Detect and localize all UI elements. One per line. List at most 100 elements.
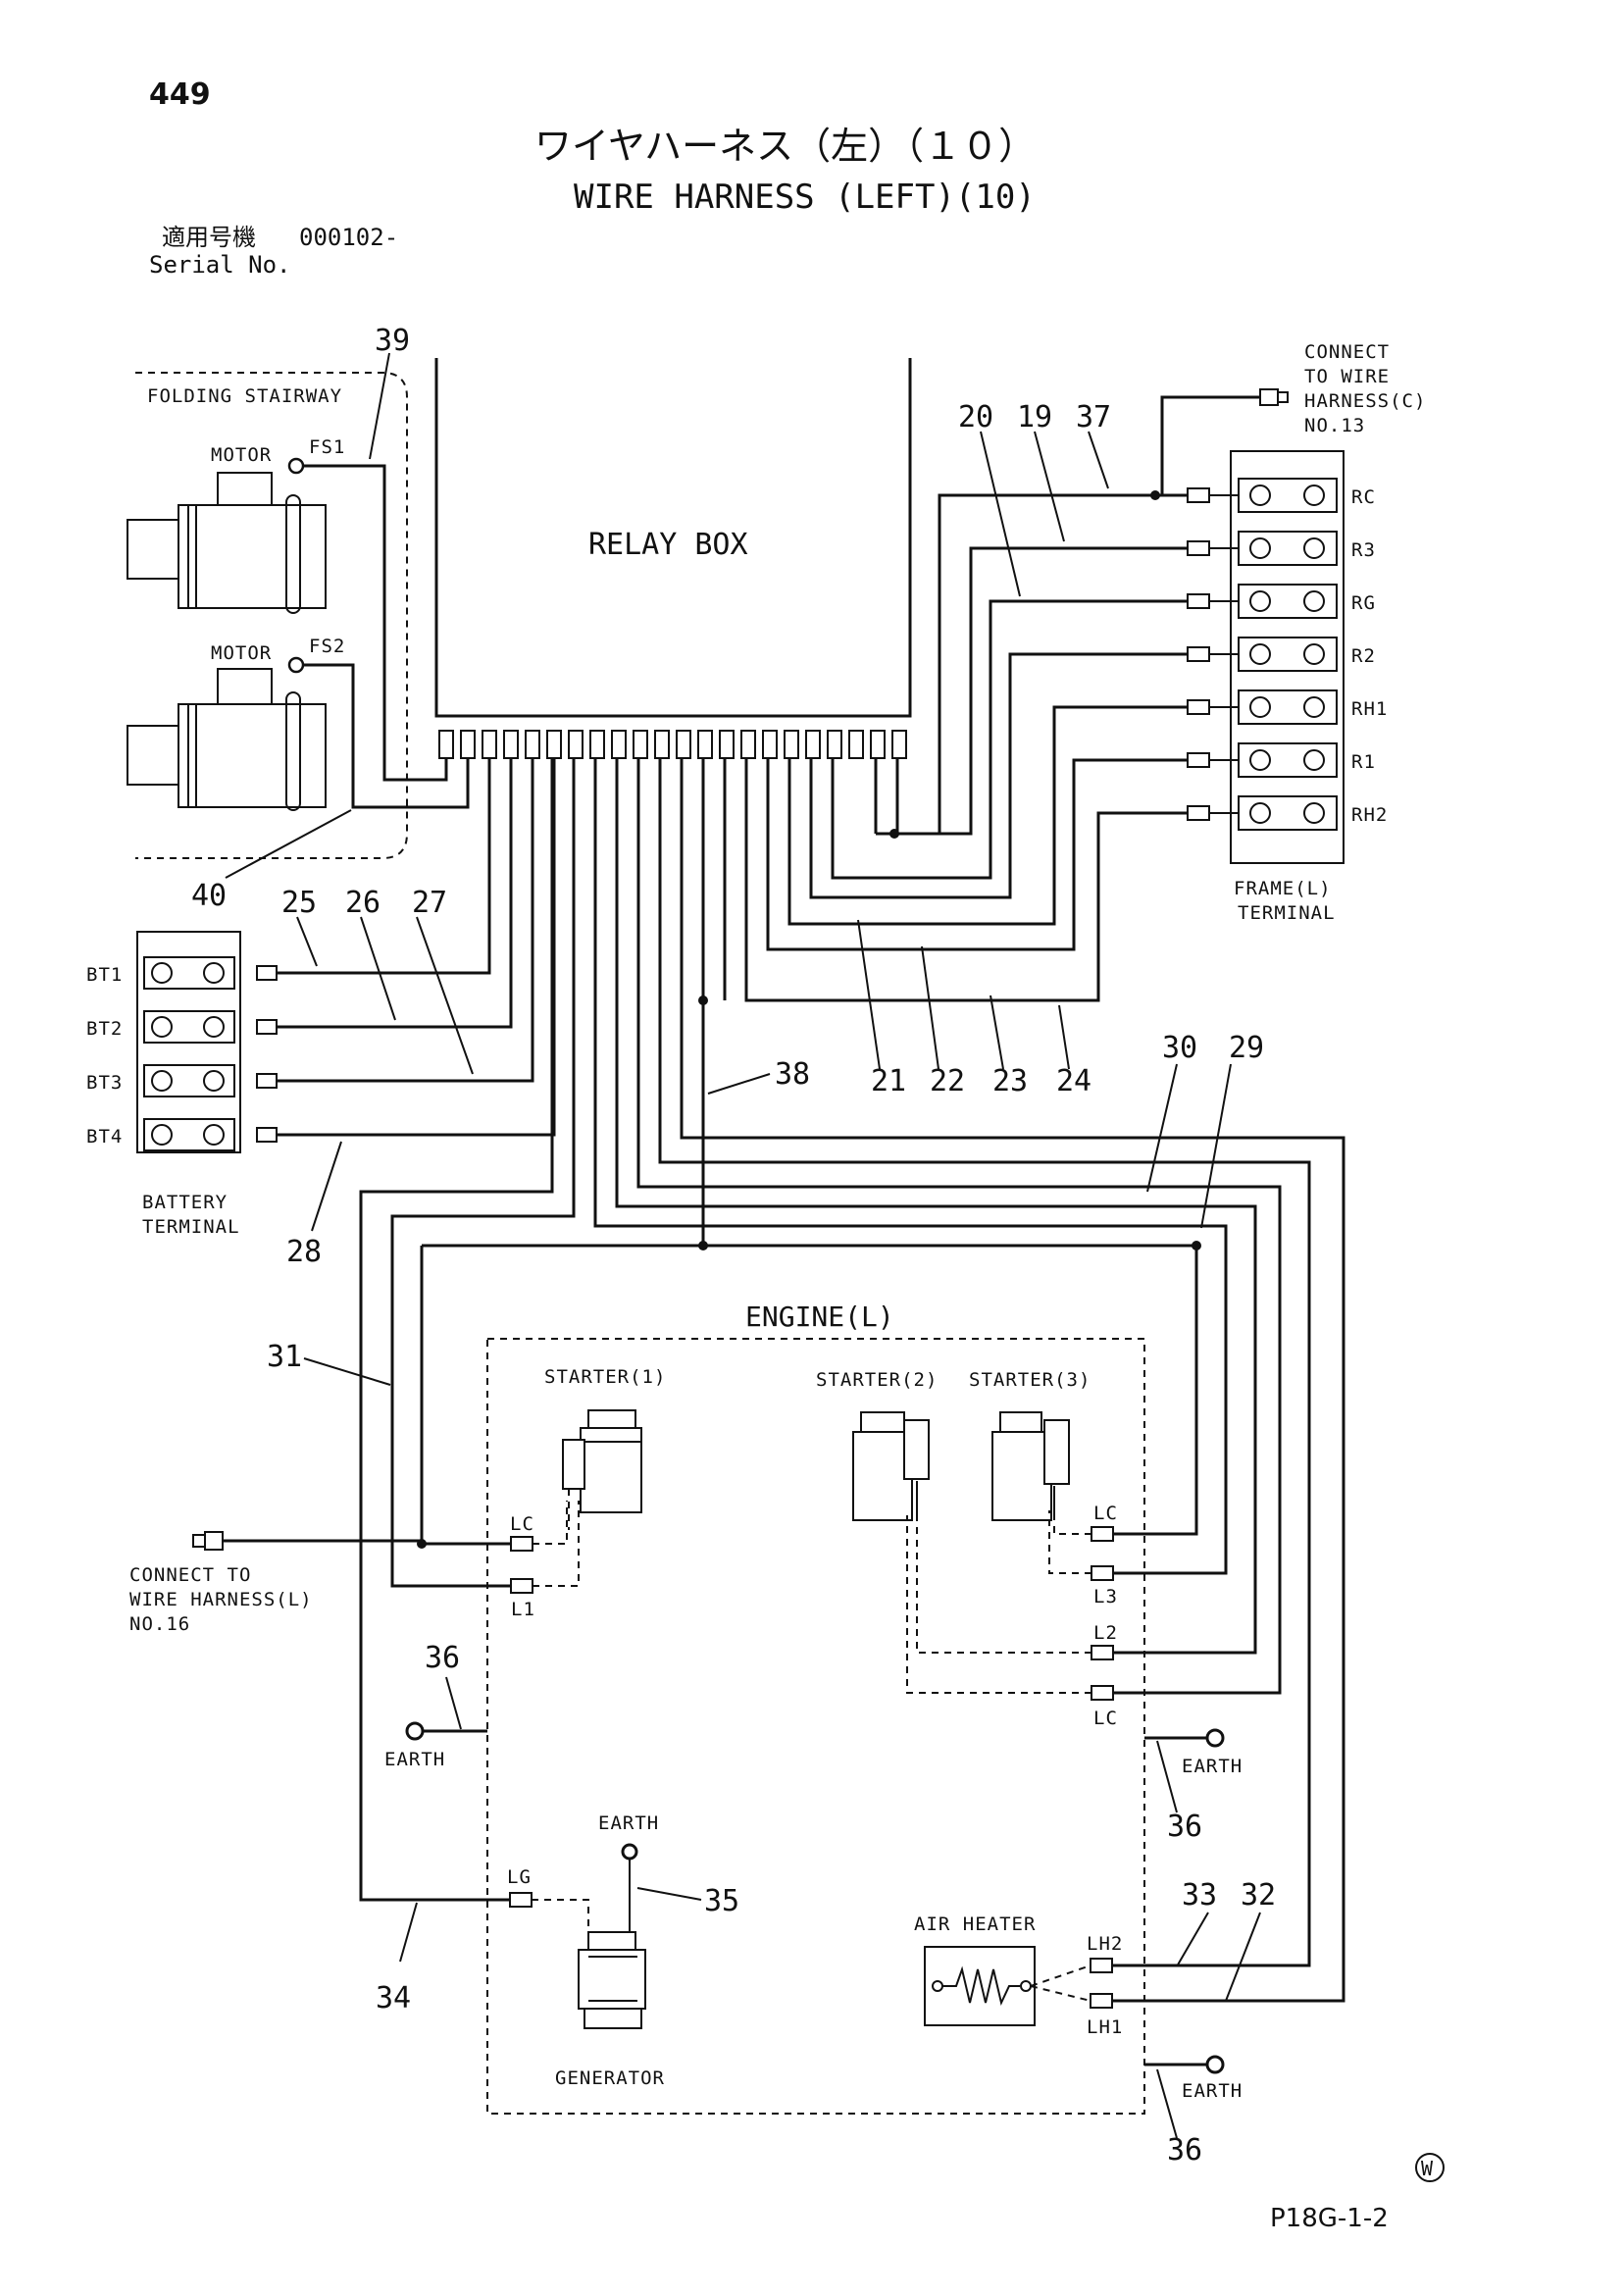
earth-left-icon (405, 1721, 425, 1741)
wire-28 (277, 758, 556, 1137)
callout-27: 27 (412, 886, 447, 920)
frame-terminal-rh2: RH2 (1351, 804, 1388, 826)
battery-terminal-label-2: TERMINAL (142, 1216, 240, 1238)
engine-label: ENGINE(L) (745, 1301, 894, 1333)
frame-terminal-screw-pairs (1238, 478, 1338, 831)
callout-32: 32 (1241, 1878, 1276, 1913)
starter-2-icon (852, 1411, 930, 1521)
wire-27 (277, 758, 534, 1083)
junction-relay-right (889, 829, 899, 839)
frame-terminal-label-2: TERMINAL (1238, 902, 1336, 924)
callout-29: 29 (1229, 1031, 1264, 1065)
folding-stairway-motor-1-icon (127, 472, 327, 614)
wire-40 (303, 663, 470, 809)
callout-36-left: 36 (425, 1641, 460, 1675)
connect-harness-l-line-2: WIRE HARNESS(L) (129, 1589, 313, 1610)
footer-code: P18G-1-2 (1270, 2204, 1389, 2233)
wire-30 (593, 758, 1228, 1575)
connect-harness-c-line-3: HARNESS(C) (1304, 390, 1426, 412)
frame-plug-connectors (1187, 487, 1210, 821)
serial-label-english: Serial No. (149, 251, 291, 279)
callout-22: 22 (930, 1064, 965, 1098)
wire-33 (658, 758, 1311, 1967)
air-heater-label: AIR HEATER (914, 1913, 1036, 1935)
fs1-label: FS1 (309, 436, 345, 458)
fs2-terminal-icon (287, 656, 305, 674)
footer-w-mark: W (1421, 2157, 1434, 2180)
earth-generator-icon (621, 1843, 638, 1861)
callout-30: 30 (1162, 1031, 1197, 1065)
callout-37: 37 (1076, 400, 1111, 434)
callout-34: 34 (376, 1981, 411, 2015)
frame-terminal-rh1: RH1 (1351, 698, 1388, 720)
frame-plug-stubs (1209, 494, 1239, 814)
wire-19 (876, 546, 1188, 836)
motor-1-label: MOTOR (211, 444, 272, 466)
wire-26 (277, 758, 513, 1029)
battery-terminal-bt2: BT2 (86, 1018, 123, 1040)
frame-terminal-rg: RG (1351, 592, 1376, 614)
generator-icon (578, 1931, 646, 2029)
tag-lh2: LH2 (1087, 1933, 1123, 1955)
wire-25 (277, 758, 491, 975)
battery-terminal-bt4: BT4 (86, 1126, 123, 1148)
callout-19: 19 (1017, 400, 1052, 434)
connect-harness-c-line-4: NO.13 (1304, 415, 1365, 436)
serial-value: 000102- (299, 224, 398, 251)
frame-terminal-r3: R3 (1351, 539, 1376, 561)
battery-terminal-label-1: BATTERY (142, 1192, 228, 1213)
junction-38-top (698, 995, 708, 1005)
title-japanese: ワイヤハーネス（左）（１０） (534, 125, 1036, 168)
callout-38: 38 (775, 1057, 810, 1092)
relay-box-outline (434, 358, 912, 718)
junction-rc (1150, 490, 1160, 500)
wire-23 (766, 758, 1188, 951)
footer-w-mark-icon (1415, 2153, 1445, 2182)
starter-3-dashed-leads (1048, 1510, 1091, 1574)
wire-20 (831, 599, 1188, 880)
callout-36-right-2: 36 (1167, 2133, 1202, 2168)
callout-20: 20 (958, 400, 993, 434)
engine-dashed-outline (486, 1338, 1145, 2115)
battery-terminal-bt3: BT3 (86, 1072, 123, 1094)
callout-39: 39 (375, 324, 410, 358)
motor-2-label: MOTOR (211, 642, 272, 664)
earth-right-1-icon (1205, 1728, 1225, 1748)
frame-terminal-rc: RC (1351, 486, 1376, 508)
generator-label: GENERATOR (555, 2067, 665, 2089)
earth-generator-label: EARTH (598, 1812, 659, 1834)
starter-1-dashed-leads (533, 1501, 580, 1587)
connector-plug-icon (1259, 388, 1289, 406)
starter-2-label: STARTER(2) (816, 1369, 938, 1391)
tag-l3: L3 (1093, 1586, 1118, 1607)
relay-box-label: RELAY BOX (588, 528, 748, 562)
wire-21 (809, 652, 1188, 899)
callout-leaders (225, 352, 1261, 2139)
fs1-terminal-icon (287, 457, 305, 475)
tag-lc-starter-2: LC (1093, 1708, 1118, 1729)
earth-right-2-icon (1205, 2055, 1225, 2074)
connect-harness-c-line-2: TO WIRE (1304, 366, 1390, 387)
stairway-dashed-outline (135, 372, 408, 859)
wire-l2 (615, 758, 1257, 1655)
wire-22 (787, 705, 1188, 926)
title-english: WIRE HARNESS (LEFT)(10) (574, 178, 1036, 217)
frame-terminal-r1: R1 (1351, 751, 1376, 773)
relay-box-connector-row (438, 730, 907, 759)
junction-lc-starter-1 (417, 1539, 427, 1549)
wire-lc-starter-2 (636, 758, 1282, 1695)
earth-right-2-label: EARTH (1182, 2080, 1243, 2102)
wire-29 (422, 1244, 1198, 1536)
wire-32 (680, 758, 1345, 2003)
generator-dashed-lead (532, 1899, 589, 1942)
callout-36-right-1: 36 (1167, 1810, 1202, 1844)
tag-lg: LG (507, 1866, 532, 1888)
tag-l2: L2 (1093, 1622, 1118, 1644)
connect-harness-l-line-3: NO.16 (129, 1613, 190, 1635)
callout-23: 23 (992, 1064, 1028, 1098)
callout-28: 28 (286, 1235, 322, 1269)
callout-21: 21 (871, 1064, 906, 1098)
wire-37 (895, 493, 1188, 836)
air-heater-dashed-leads (1030, 1964, 1091, 2002)
tag-lc-starter-1: LC (510, 1513, 534, 1535)
